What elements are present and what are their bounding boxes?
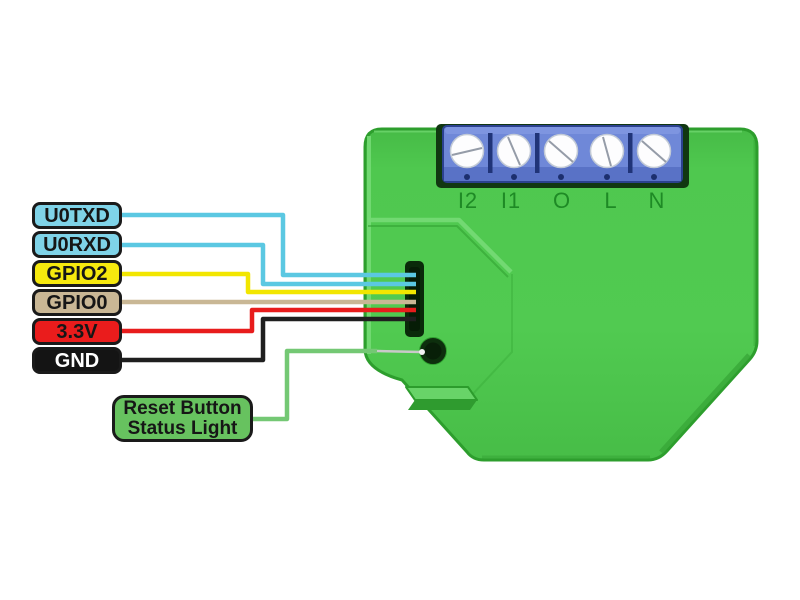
terminal-block: [442, 125, 683, 183]
pin-label-3v3: 3.3V: [32, 318, 122, 345]
terminal-block-top-sheen: [445, 127, 680, 134]
pin-label-gpio2: GPIO2: [32, 260, 122, 287]
pin-label-u0rxd: U0RXD: [32, 231, 122, 258]
pin-label-3v3-text: 3.3V: [56, 320, 98, 343]
screw-slots: [451, 136, 667, 167]
wires: [118, 212, 425, 422]
terminal-label-n: N: [649, 188, 666, 213]
wire-3v3: [118, 307, 416, 334]
chamfer-shadow-band: [659, 353, 751, 454]
terminal-separator: [535, 133, 540, 173]
pin-connector: [405, 261, 424, 337]
pin-label-gpio0: GPIO0: [32, 289, 122, 316]
pin-label-gpio0-text: GPIO0: [46, 291, 108, 314]
pin-label-u0rxd-text: U0RXD: [43, 233, 111, 256]
case-step-ridge-top: [405, 386, 478, 401]
reset-pointer-line: [376, 349, 422, 354]
pin-label-gnd-text: GND: [54, 349, 100, 372]
wire-u0txd: [118, 212, 416, 278]
wire-u0rxd: [118, 242, 416, 287]
pin-label-u0txd-text: U0TXD: [44, 204, 110, 227]
reset-callout-line1: Reset Button: [123, 397, 242, 419]
terminal-labels: I2 I1 O L N: [458, 188, 666, 213]
pin-label-u0txd: U0TXD: [32, 202, 122, 229]
wire-gnd: [118, 316, 416, 363]
ledge-shadow: [368, 225, 509, 278]
terminal-separator: [628, 133, 633, 173]
terminal-label-i1: I1: [501, 188, 521, 213]
wire-gpio2: [118, 271, 416, 295]
pin-label-gpio2-text: GPIO2: [46, 262, 108, 285]
terminal-label-o: O: [553, 188, 571, 213]
case-step-ridge-front: [408, 400, 477, 410]
terminal-clamp-dots: [464, 174, 657, 180]
terminal-block-bottom-strip: [444, 167, 681, 181]
reset-callout-line2: Status Light: [127, 417, 238, 439]
wire-reset: [248, 348, 377, 422]
terminal-label-l: L: [604, 188, 617, 213]
terminal-label-i2: I2: [458, 188, 478, 213]
ledge-side-shadow: [470, 274, 513, 397]
reset-status-callout: Reset Button Status Light: [112, 395, 253, 442]
terminal-separator: [488, 133, 493, 173]
ledge-highlight: [368, 217, 513, 274]
pin-label-gnd: GND: [32, 347, 122, 374]
reset-button-hole: [419, 337, 447, 365]
reset-pointer-dot: [419, 349, 425, 355]
